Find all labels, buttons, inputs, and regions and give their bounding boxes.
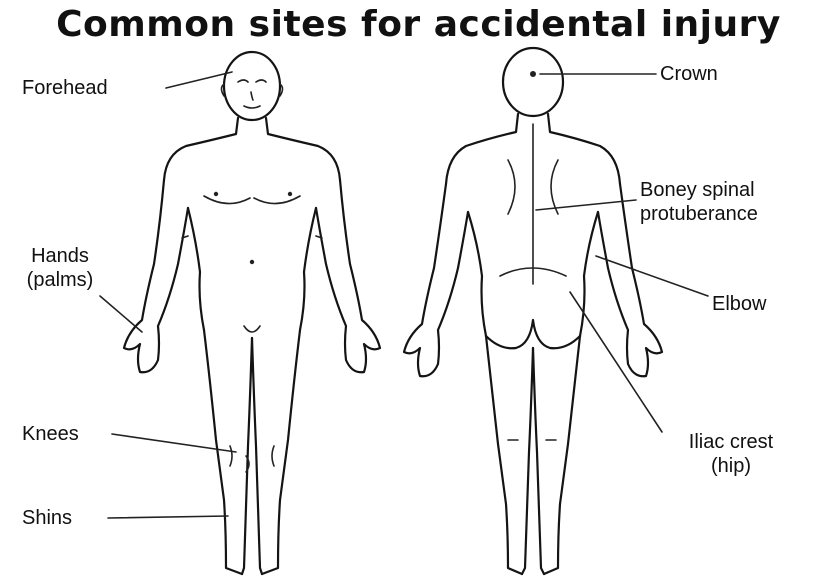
back-body-figure xyxy=(404,48,662,574)
leader-shins xyxy=(108,516,228,518)
leader-hands xyxy=(100,296,142,332)
label-hands-line2: (palms) xyxy=(12,268,108,292)
label-iliac-crest: Iliac crest (hip) xyxy=(666,430,796,478)
label-knees: Knees xyxy=(22,422,79,446)
label-iliac-line1: Iliac crest xyxy=(666,430,796,454)
leader-spine xyxy=(536,200,636,210)
label-spinal-protuberance: Boney spinal protuberance xyxy=(640,178,758,226)
label-hands-line1: Hands xyxy=(12,244,108,268)
front-body-figure xyxy=(124,52,380,574)
label-hands: Hands (palms) xyxy=(12,244,108,292)
label-iliac-line2: (hip) xyxy=(666,454,796,478)
label-spine-line1: Boney spinal xyxy=(640,178,758,202)
label-elbow: Elbow xyxy=(712,292,766,316)
label-shins: Shins xyxy=(22,506,72,530)
label-crown: Crown xyxy=(660,62,718,86)
label-spine-line2: protuberance xyxy=(640,202,758,226)
label-forehead: Forehead xyxy=(22,76,108,100)
